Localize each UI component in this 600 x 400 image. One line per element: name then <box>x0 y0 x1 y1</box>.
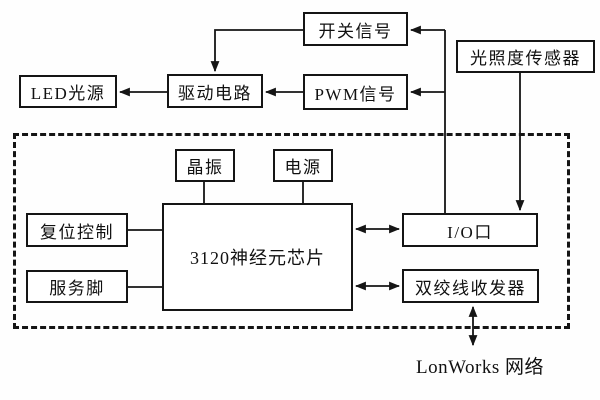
node-led-source: LED光源 <box>19 75 117 108</box>
node-crystal: 晶振 <box>175 149 235 182</box>
module-boundary-dashed-frame <box>13 133 570 329</box>
node-power: 电源 <box>273 149 333 182</box>
node-service-pin: 服务脚 <box>26 270 128 303</box>
node-drive-circuit: 驱动电路 <box>167 74 263 108</box>
node-pwm-signal: PWM信号 <box>303 74 408 110</box>
node-neuron-chip: 3120神经元芯片 <box>162 203 353 311</box>
node-switch-signal: 开关信号 <box>303 12 408 46</box>
node-reset-control: 复位控制 <box>26 213 128 247</box>
node-io-port: I/O口 <box>402 213 538 247</box>
node-light-sensor: 光照度传感器 <box>456 40 595 73</box>
lonworks-network-label: LonWorks 网络 <box>416 357 544 378</box>
node-transceiver: 双绞线收发器 <box>402 269 539 303</box>
wire-switch-to-drive <box>210 29 303 73</box>
